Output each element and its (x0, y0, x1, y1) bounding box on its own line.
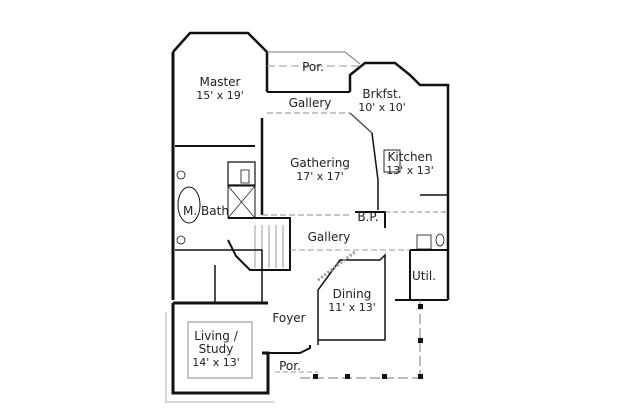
room-label-foyer: Foyer (272, 311, 306, 325)
master-walls (172, 31, 269, 92)
room-label-gallery-top: Gallery (288, 96, 332, 110)
top-porch (267, 51, 361, 65)
room-label-mbath: M. Bath (183, 204, 229, 218)
dining-walls (317, 253, 386, 345)
living-walls (171, 303, 270, 395)
room-label-porch-top: Por. (302, 60, 324, 74)
room-label-porch-front: Por. (279, 359, 301, 373)
room-label-gallery-mid: Gallery (307, 230, 351, 244)
brkfst-walls (348, 61, 450, 300)
room-label-brkfst: Brkfst.10' x 10' (358, 87, 406, 115)
room-label-butler-pantry: B.P. (357, 210, 379, 224)
room-label-util: Util. (412, 269, 436, 283)
stairs (227, 217, 291, 271)
